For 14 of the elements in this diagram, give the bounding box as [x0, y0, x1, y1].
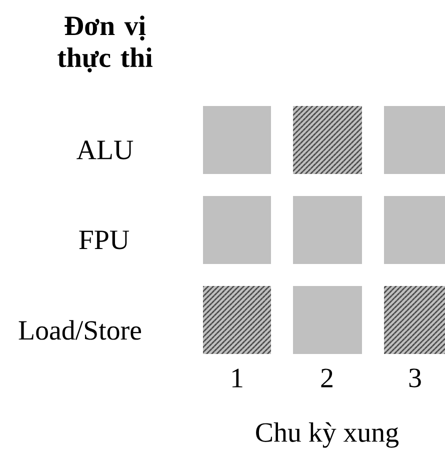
busy-cell	[203, 196, 271, 264]
busy-cell	[293, 196, 362, 264]
column-heading: Đơn vị thực thi	[58, 16, 152, 72]
cycle-number: 3	[409, 368, 421, 388]
row-label: Load/Store	[18, 320, 141, 340]
row-label: ALU	[76, 140, 134, 160]
busy-cell	[384, 196, 445, 264]
axis-title: Chu kỳ xung	[256, 422, 399, 448]
busy-cell	[384, 106, 445, 174]
busy-cell	[203, 106, 271, 174]
cycle-number: 2	[321, 368, 332, 388]
cycle-number: 1	[232, 368, 242, 388]
busy-cell	[293, 286, 362, 354]
row-label: FPU	[79, 230, 129, 250]
